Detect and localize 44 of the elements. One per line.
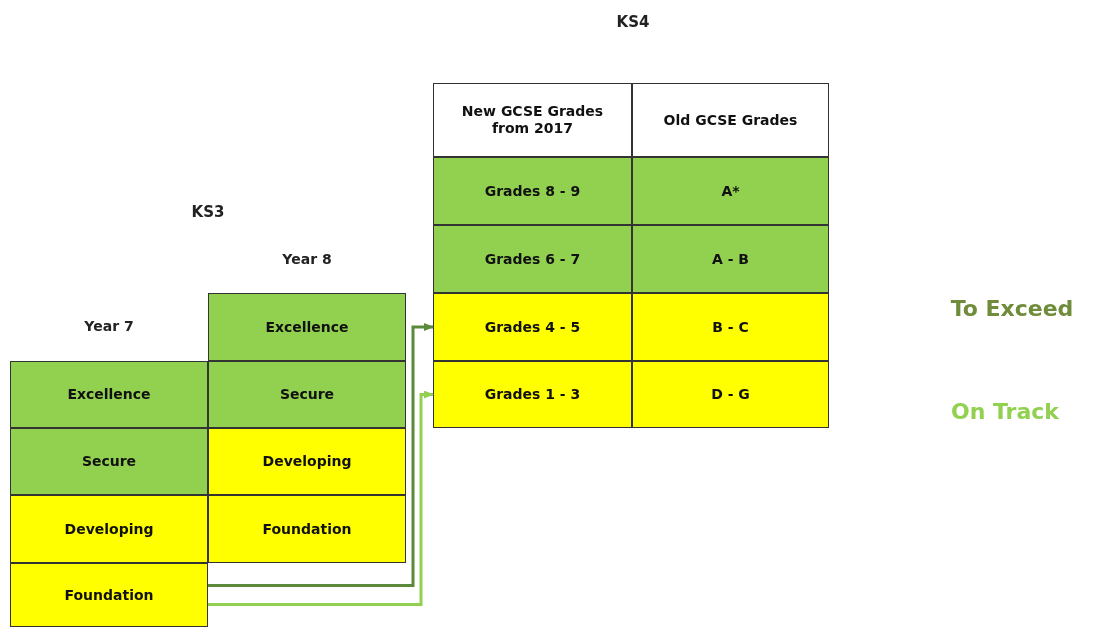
progress-label: To Exceed (950, 295, 1074, 321)
grade-cell (433, 225, 632, 293)
grade-cell (208, 361, 406, 428)
grade-cell (208, 495, 406, 563)
progress-label: On Track (951, 398, 1059, 424)
grade-cell (632, 157, 829, 225)
stage-heading: KS4 (616, 13, 650, 31)
cell-text: Foundation (262, 520, 352, 538)
cell-text: Foundation (64, 586, 154, 604)
cell-text: Grades 8 - 9 (484, 182, 581, 200)
cell-text: D - G (711, 386, 750, 403)
grade-cell (433, 361, 632, 428)
cell-text: Secure (81, 453, 137, 470)
cell-text: A - B (711, 250, 750, 268)
grade-cell (433, 157, 632, 225)
grade-cell (10, 563, 208, 627)
cell-text: A* (721, 182, 740, 200)
cell-text: Developing (64, 520, 154, 538)
cell-text: Old GCSE Grades (663, 111, 798, 129)
cell-text: Grades 1 - 3 (484, 386, 581, 403)
cell-text: Grades 4 - 5 (484, 318, 581, 336)
arrow (208, 323, 434, 587)
stage-heading: KS3 (191, 203, 225, 221)
header-cell (632, 83, 829, 157)
cell-text: Grades 6 - 7 (484, 250, 581, 268)
grade-cell (10, 428, 208, 495)
cell-text: Developing (262, 453, 352, 470)
cell-text: Secure (279, 386, 335, 403)
cell-text: B - C (712, 318, 749, 336)
grade-cell (208, 428, 406, 495)
grade-cell (10, 361, 208, 428)
header-cell (433, 83, 632, 157)
grade-cell (632, 361, 829, 428)
column-heading: Year 7 (84, 318, 134, 334)
grade-cell (433, 293, 632, 361)
grade-cell (208, 293, 406, 361)
cell-text: Excellence (265, 318, 349, 336)
column-heading: Year 8 (282, 251, 332, 267)
grade-cell (632, 225, 829, 293)
grade-cell (632, 293, 829, 361)
arrow (208, 390, 434, 607)
cell-text: New GCSE Grades from 2017 (460, 103, 605, 137)
grade-cell (10, 495, 208, 563)
cell-text: Excellence (67, 386, 151, 403)
